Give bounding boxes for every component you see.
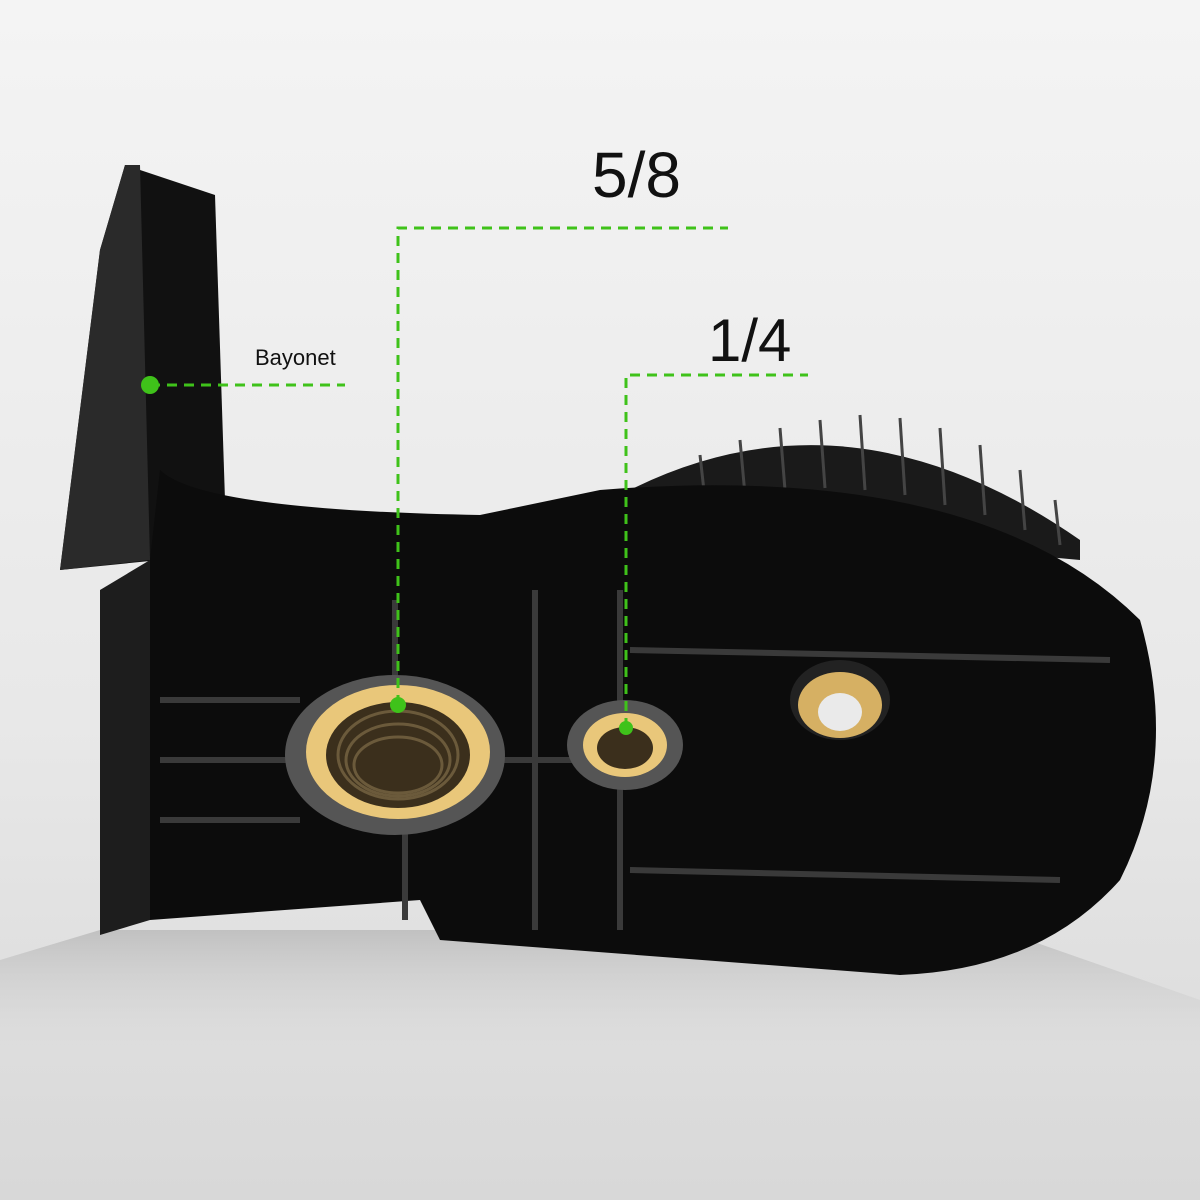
callout-lines	[150, 226, 808, 728]
callout-1-4: 1/4	[708, 307, 792, 374]
callout-5-8: 5/8	[592, 139, 681, 211]
callout-bayonet: Bayonet	[255, 345, 336, 370]
